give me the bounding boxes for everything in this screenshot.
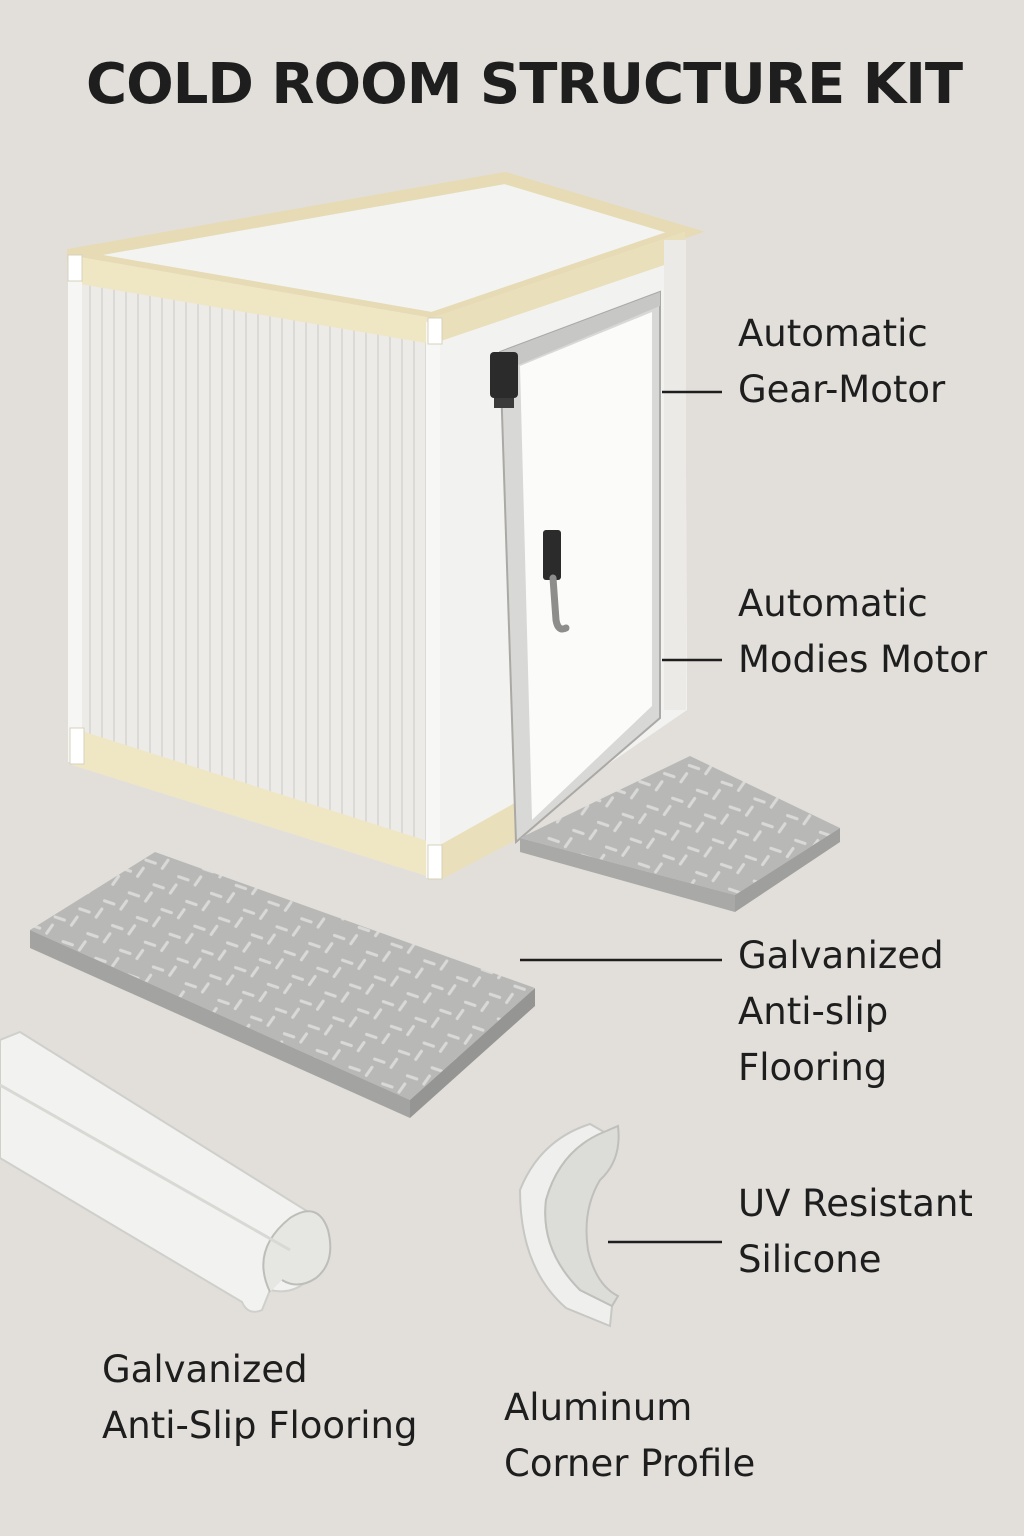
top-trim (68, 255, 432, 344)
label-corner-profile: Aluminum Corner Profile (504, 1380, 755, 1492)
door-handle (543, 530, 570, 633)
label-flooring-bottom: Galvanized Anti-Slip Flooring (102, 1342, 417, 1454)
label-flooring-right-line2: Anti-slip (738, 990, 889, 1033)
box-front-panel (68, 255, 440, 880)
label-flooring-right: Galvanized Anti-slip Flooring (738, 928, 944, 1096)
gear-motor-unit (490, 352, 518, 408)
label-silicone-line1: UV Resistant (738, 1182, 973, 1225)
label-modies-motor-line1: Automatic (738, 582, 928, 625)
cold-room-door (498, 290, 661, 845)
cold-room-box (66, 171, 705, 880)
label-flooring-right-line1: Galvanized (738, 934, 944, 977)
label-modies-motor-line2: Modies Motor (738, 638, 988, 681)
threshold-ramp (520, 756, 840, 912)
aluminum-corner-profile (518, 1122, 620, 1328)
label-corner-profile-line2: Corner Profile (504, 1442, 756, 1485)
label-corner-profile-line1: Aluminum (504, 1386, 693, 1429)
silicone-gasket-profile (0, 1030, 332, 1313)
label-flooring-bottom-line1: Galvanized (102, 1348, 308, 1391)
label-gear-motor-line1: Automatic (738, 312, 928, 355)
door-panel (520, 312, 652, 820)
anti-slip-floor-plate (30, 852, 535, 1118)
label-modies-motor: Automatic Modies Motor (738, 576, 987, 688)
label-flooring-bottom-line2: Anti-Slip Flooring (102, 1404, 418, 1447)
label-gear-motor-line2: Gear-Motor (738, 368, 946, 411)
label-flooring-right-line3: Flooring (738, 1046, 888, 1089)
page-title: COLD ROOM STRUCTURE KIT (86, 52, 963, 117)
label-gear-motor: Automatic Gear-Motor (738, 306, 945, 418)
bottom-trim (72, 728, 440, 880)
label-silicone-line2: Silicone (738, 1238, 882, 1281)
leader-lines (520, 390, 722, 1244)
label-silicone: UV Resistant Silicone (738, 1176, 973, 1288)
